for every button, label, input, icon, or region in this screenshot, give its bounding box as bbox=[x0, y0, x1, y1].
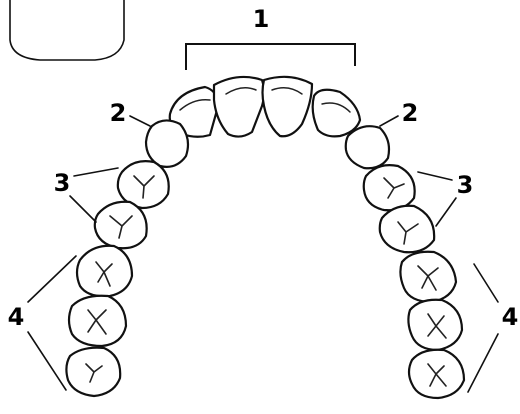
tooth-first-molar-left bbox=[75, 244, 134, 298]
label-4-left: 4 bbox=[8, 303, 25, 331]
label-3-right: 3 bbox=[457, 171, 474, 199]
tooth-lateral-incisor-right bbox=[311, 88, 362, 138]
tooth-central-incisor-left bbox=[212, 75, 266, 138]
tooth-second-molar-right bbox=[407, 298, 464, 352]
tooth-first-premolar-right bbox=[362, 164, 416, 212]
leader-4-right bbox=[467, 263, 499, 393]
mesh-thumbnail-icon bbox=[9, 0, 125, 61]
label-1: 1 bbox=[253, 5, 270, 33]
label-2-right: 2 bbox=[402, 99, 419, 127]
leader-3-right bbox=[417, 171, 457, 227]
tooth-first-molar-right bbox=[399, 250, 458, 304]
tooth-first-premolar-left bbox=[116, 160, 170, 210]
molar-group bbox=[65, 244, 466, 400]
label-2-left: 2 bbox=[110, 99, 127, 127]
tooth-second-molar-left bbox=[67, 294, 128, 348]
leader-2-right bbox=[379, 115, 399, 127]
tooth-canine-right bbox=[344, 125, 391, 170]
premolar-group bbox=[93, 160, 436, 254]
leader-4-left bbox=[27, 255, 77, 391]
incisor-group bbox=[168, 75, 362, 138]
tooth-second-premolar-right bbox=[378, 204, 436, 254]
label-3-left: 3 bbox=[54, 169, 71, 197]
tooth-third-molar-right bbox=[407, 348, 466, 400]
tooth-second-premolar-left bbox=[93, 200, 148, 250]
label-4-right: 4 bbox=[502, 303, 519, 331]
bracket-incisors bbox=[185, 43, 356, 70]
leader-2-left bbox=[129, 115, 151, 127]
tooth-third-molar-left bbox=[65, 346, 122, 398]
tooth-canine-left bbox=[144, 119, 190, 168]
tooth-central-incisor-right bbox=[261, 75, 314, 138]
canine-group bbox=[144, 119, 391, 170]
leader-3-left bbox=[69, 167, 119, 223]
